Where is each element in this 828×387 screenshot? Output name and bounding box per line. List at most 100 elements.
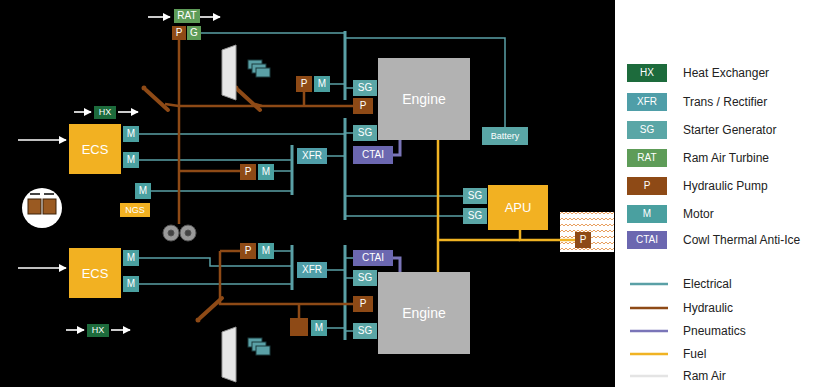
- actuator-symbols: [290, 318, 308, 336]
- landing-gear-wheels: [180, 225, 196, 241]
- legend-line-samples: [630, 284, 668, 376]
- hydraulic-lines: [220, 250, 240, 253]
- bus-bars: [292, 31, 345, 340]
- box-label: P: [245, 167, 252, 177]
- electrical-wires: [139, 283, 292, 285]
- hydraulic-lines: [178, 106, 181, 224]
- starter-generator-box: SG: [353, 80, 377, 96]
- actuator-symbols: [142, 86, 309, 337]
- fan-icons: [256, 346, 270, 355]
- electrical-wires: [327, 327, 345, 329]
- legend-entry: Fuel: [683, 345, 706, 363]
- box-label: M: [315, 323, 323, 333]
- fuel-lines: [438, 239, 520, 242]
- legend-swatch: M: [627, 205, 667, 223]
- hydraulic-lines: [303, 92, 306, 106]
- legend-text: Cowl Thermal Anti-Ice: [683, 234, 800, 246]
- box-label: CTAI: [362, 150, 384, 160]
- box-label: RAT: [177, 11, 196, 21]
- legend-text: Electrical: [683, 278, 732, 290]
- hydraulic-lines: [165, 104, 179, 106]
- electrical-wires: [151, 190, 292, 192]
- box-label: G: [190, 28, 198, 38]
- flow-connector: [520, 230, 575, 240]
- legend-text: Fuel: [683, 348, 706, 360]
- swatch-label: CTAI: [636, 235, 658, 245]
- anti-ice-box: CTAI: [353, 250, 393, 266]
- motor-box: M: [258, 164, 274, 180]
- cargo-icon: [22, 188, 62, 228]
- legend-entry: Electrical: [683, 275, 732, 293]
- heat-exchanger-box: HX: [94, 106, 116, 119]
- pump-box: P: [353, 98, 373, 114]
- pump-box: P: [240, 243, 256, 259]
- legend-line-samples: [630, 307, 668, 310]
- legend-swatch: RAT: [627, 149, 667, 167]
- legend-entry: CTAICowl Thermal Anti-Ice: [683, 231, 800, 249]
- box-label: P: [580, 235, 587, 245]
- electrical-wires: [327, 269, 345, 271]
- box-label: SG: [358, 128, 372, 138]
- bus-bars: [291, 145, 294, 195]
- generator-box: G: [187, 26, 201, 40]
- engine-nacelles: [222, 45, 236, 100]
- legend-panel: [615, 0, 828, 387]
- pump-box: P: [240, 164, 256, 180]
- flow-connector: [393, 140, 400, 155]
- box-label: SG: [358, 83, 372, 93]
- ram-air-lines: [18, 267, 66, 269]
- ecs-box: ECS: [69, 124, 121, 174]
- legend-text: Starter Generator: [683, 124, 776, 136]
- transformer-box: XFR: [297, 262, 327, 278]
- pump-box: P: [353, 296, 373, 312]
- legend-text: Ram Air: [683, 370, 726, 382]
- ngs-box: NGS: [120, 203, 150, 217]
- box-label: APU: [505, 201, 532, 214]
- legend-text: Hydraulic Pump: [683, 180, 768, 192]
- box-label: M: [127, 155, 135, 165]
- legend-entry: XFRTrans / Rectifier: [683, 93, 767, 111]
- actuator-symbols: [142, 86, 147, 91]
- box-label: M: [127, 279, 135, 289]
- box-label: XFR: [302, 151, 322, 161]
- legend-text: Ram Air Turbine: [683, 152, 769, 164]
- swatch-label: RAT: [637, 153, 656, 163]
- electrical-wires: [201, 32, 345, 34]
- legend-entry: SGStarter Generator: [683, 121, 776, 139]
- box-label: CTAI: [362, 253, 384, 263]
- ram-air-lines: [148, 16, 170, 18]
- box-label: P: [176, 28, 183, 38]
- ram-air-lines: [18, 17, 220, 330]
- ram-air-lines: [18, 139, 66, 141]
- electrical-wires: [139, 258, 292, 266]
- box-label: Engine: [402, 306, 446, 320]
- legend-swatch: P: [627, 177, 667, 195]
- box-label: XFR: [302, 265, 322, 275]
- swatch-label: XFR: [637, 97, 657, 107]
- box-label: P: [360, 101, 367, 111]
- legend-text: Heat Exchanger: [683, 67, 769, 79]
- starter-generator-box: SG: [463, 188, 487, 204]
- electrical-wires: [345, 195, 463, 197]
- legend-text: Pneumatics: [683, 325, 746, 337]
- hydraulic-lines: [165, 40, 353, 318]
- starter-generator-box: SG: [353, 323, 377, 339]
- legend-swatch: SG: [627, 121, 667, 139]
- legend-text: Motor: [683, 208, 714, 220]
- starter-generator-box: SG: [353, 270, 377, 286]
- cargo-icon: [22, 188, 62, 228]
- flow-connector: [393, 258, 400, 272]
- ecs-box: ECS: [69, 248, 121, 298]
- legend-entry: RATRam Air Turbine: [683, 149, 769, 167]
- apu-box: APU: [488, 185, 548, 230]
- starter-generator-box: SG: [353, 125, 377, 141]
- cargo-icon: [28, 199, 41, 214]
- box-label: M: [127, 253, 135, 263]
- landing-gear-wheels: [163, 225, 196, 241]
- legend-line-samples: [630, 375, 668, 378]
- legend-swatch: HX: [627, 64, 667, 82]
- box-label: Engine: [402, 92, 446, 106]
- motor-box: M: [135, 183, 151, 199]
- transformer-box: XFR: [297, 148, 327, 164]
- box-label: ECS: [82, 267, 109, 280]
